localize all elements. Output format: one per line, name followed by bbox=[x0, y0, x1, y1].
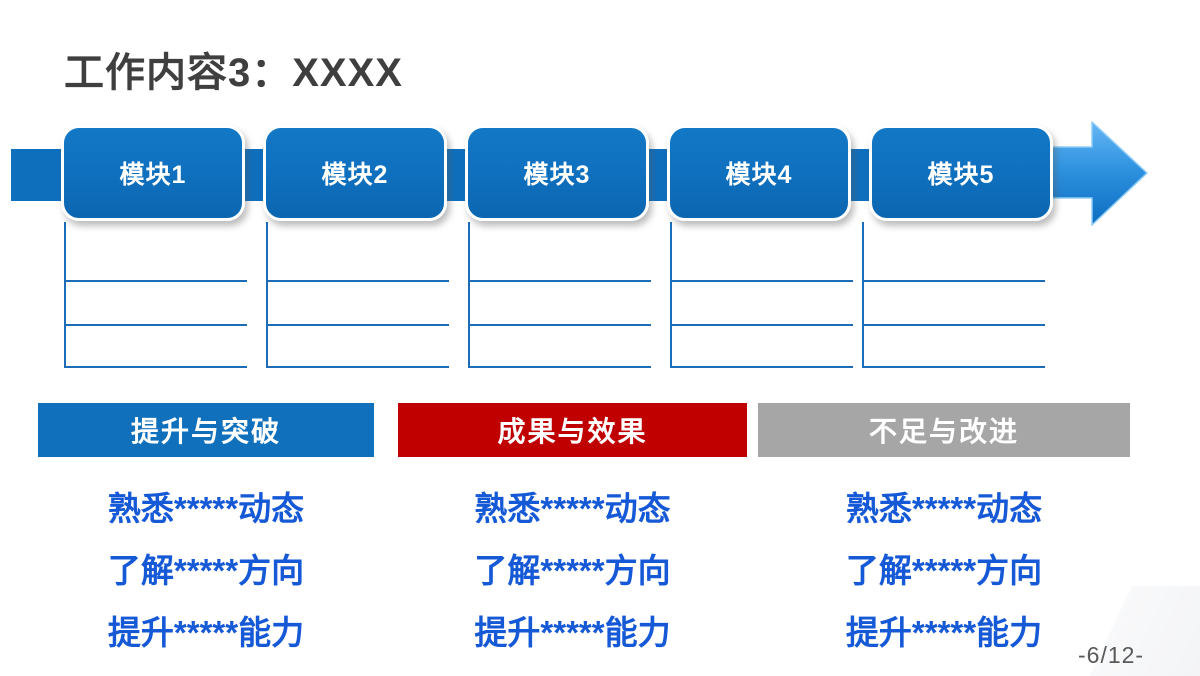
list-item: 了解*****方向 bbox=[107, 552, 305, 589]
right-arrow-icon bbox=[1040, 121, 1148, 226]
table-row bbox=[672, 326, 853, 368]
module-box-5: 模块5 bbox=[869, 125, 1053, 221]
module-label-3: 模块3 bbox=[523, 161, 591, 189]
table-row bbox=[864, 222, 1045, 282]
list-item: 了解*****方向 bbox=[474, 552, 671, 589]
table-row bbox=[66, 222, 247, 282]
table-row bbox=[268, 222, 449, 282]
table-row bbox=[470, 326, 651, 368]
table-row bbox=[864, 282, 1045, 326]
module-box-2: 模块2 bbox=[263, 125, 447, 221]
list-item: 提升*****能力 bbox=[107, 614, 305, 651]
table-row bbox=[268, 326, 449, 368]
module-notes-table-5 bbox=[862, 222, 1045, 368]
list-item: 熟悉*****动态 bbox=[845, 490, 1043, 527]
page-title: 工作内容3：XXXX bbox=[64, 51, 403, 95]
module-box-1: 模块1 bbox=[61, 125, 245, 221]
list-item: 了解*****方向 bbox=[845, 552, 1043, 589]
table-row bbox=[66, 326, 247, 368]
module-label-2: 模块2 bbox=[321, 161, 389, 189]
section-header-shortcomings: 不足与改进 bbox=[758, 403, 1130, 457]
table-row bbox=[470, 222, 651, 282]
list-item: 提升*****能力 bbox=[845, 614, 1043, 651]
module-notes-table-4 bbox=[670, 222, 853, 368]
module-notes-table-1 bbox=[64, 222, 247, 368]
list-item: 提升*****能力 bbox=[474, 614, 671, 651]
section-items-shortcomings: 熟悉*****动态 了解*****方向 提升*****能力 bbox=[758, 478, 1130, 664]
table-row bbox=[672, 282, 853, 326]
section-header-results: 成果与效果 bbox=[398, 403, 747, 457]
list-item: 熟悉*****动态 bbox=[474, 490, 671, 527]
table-row bbox=[672, 222, 853, 282]
module-label-5: 模块5 bbox=[927, 161, 995, 189]
table-row bbox=[864, 326, 1045, 368]
table-row bbox=[66, 282, 247, 326]
module-box-4: 模块4 bbox=[667, 125, 851, 221]
table-row bbox=[470, 282, 651, 326]
module-label-1: 模块1 bbox=[119, 161, 187, 189]
corner-watermark bbox=[1000, 586, 1200, 676]
page-number: -6/12- bbox=[1078, 642, 1145, 668]
section-items-improvement: 熟悉*****动态 了解*****方向 提升*****能力 bbox=[38, 478, 374, 664]
section-header-improvement: 提升与突破 bbox=[38, 403, 374, 457]
module-label-4: 模块4 bbox=[725, 161, 793, 189]
list-item: 熟悉*****动态 bbox=[107, 490, 305, 527]
module-box-3: 模块3 bbox=[465, 125, 649, 221]
section-items-results: 熟悉*****动态 了解*****方向 提升*****能力 bbox=[398, 478, 747, 664]
module-notes-table-3 bbox=[468, 222, 651, 368]
table-row bbox=[268, 282, 449, 326]
module-notes-table-2 bbox=[266, 222, 449, 368]
